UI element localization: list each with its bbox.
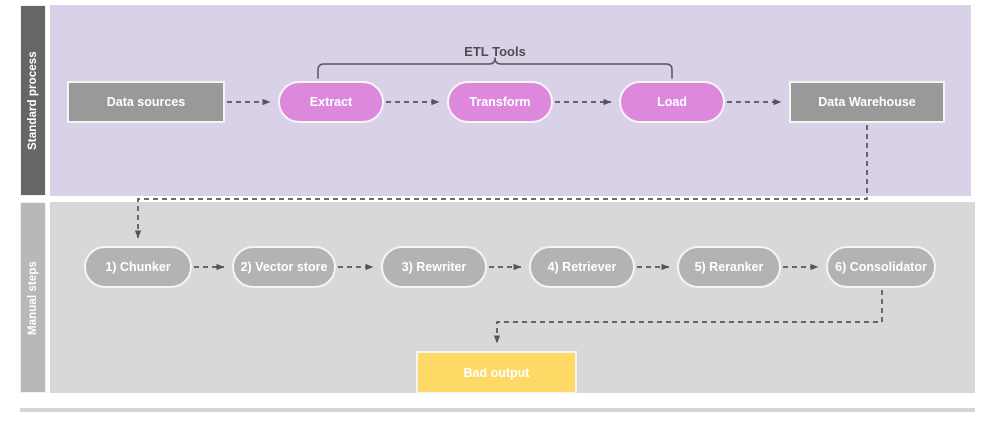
node-data-warehouse[interactable]: Data Warehouse [789,81,945,123]
node-retriever[interactable]: 4) Retriever [529,246,635,288]
node-consolidator[interactable]: 6) Consolidator [826,246,936,288]
node-data-sources[interactable]: Data sources [67,81,225,123]
node-chunker[interactable]: 1) Chunker [84,246,192,288]
etl-tools-label: ETL Tools [464,44,526,59]
node-rewriter[interactable]: 3) Rewriter [381,246,487,288]
node-vector-store[interactable]: 2) Vector store [232,246,336,288]
bottom-divider-rule [20,408,975,412]
lane-standard-process-label: Standard process [20,5,46,196]
lane-manual-steps-label: Manual steps [20,202,46,393]
node-reranker[interactable]: 5) Reranker [677,246,781,288]
node-bad-output[interactable]: Bad output [416,351,577,394]
node-transform[interactable]: Transform [447,81,553,123]
node-extract[interactable]: Extract [278,81,384,123]
node-load[interactable]: Load [619,81,725,123]
